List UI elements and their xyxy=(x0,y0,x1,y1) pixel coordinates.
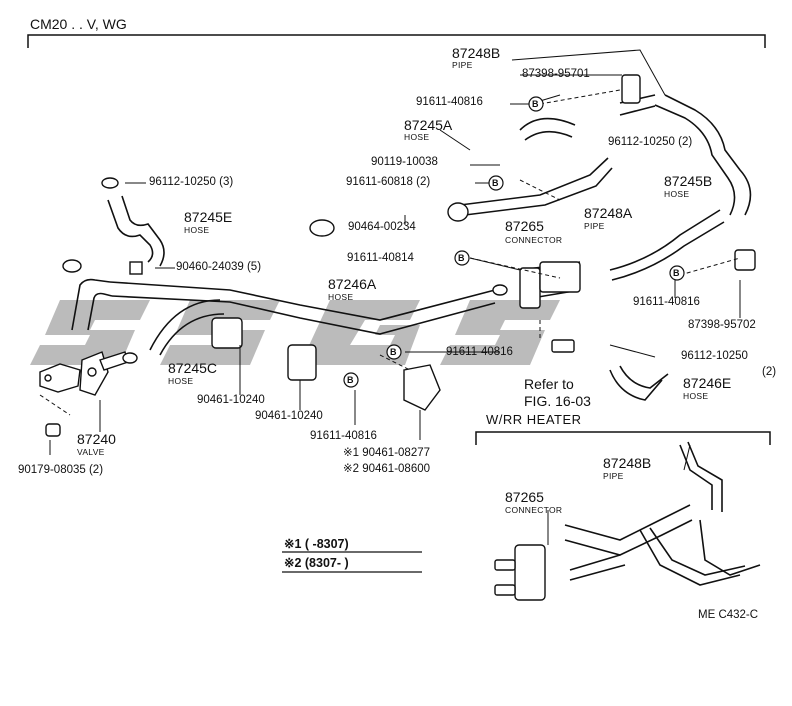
connector-87265 xyxy=(447,74,756,353)
grommet-90179 xyxy=(45,423,61,437)
label-87265-rr-sub: CONNECTOR xyxy=(505,505,563,515)
label-91611-60818: 91611-60818 (2) xyxy=(346,176,431,188)
label-90461-08600: ※2 90461-08600 xyxy=(343,463,431,475)
rr-heater-drawing xyxy=(564,441,761,586)
label-90464-00234: 90464-00234 xyxy=(348,221,416,233)
legend-row-2: ※2 (8307- ) xyxy=(284,556,349,570)
label-87246a: 87246A xyxy=(328,276,377,292)
label-91611-40816-c: 91611-40816 xyxy=(446,346,513,358)
label-87246e-sub: HOSE xyxy=(683,391,709,401)
model-header: CM20 . . V, WG xyxy=(30,16,127,32)
label-87248a: 87248A xyxy=(584,205,633,221)
svg-text:B: B xyxy=(532,99,539,109)
label-87248b: 87248B xyxy=(452,45,501,61)
hose-87245e xyxy=(107,195,165,267)
label-87245e-sub: HOSE xyxy=(184,225,210,235)
refer-line-1: Refer to xyxy=(524,376,574,392)
refer-line-2: FIG. 16-03 xyxy=(524,393,591,409)
label-90461-10240-a: 90461-10240 xyxy=(197,394,265,406)
label-91611-40816-b: 91611-40816 xyxy=(633,296,700,308)
clamp-shapes xyxy=(62,177,508,411)
label-96112-10250-2b-qty: (2) xyxy=(762,366,777,378)
label-87246a-sub: HOSE xyxy=(328,292,354,302)
label-87248b-rr-sub: PIPE xyxy=(603,471,624,481)
legend-row-1: ※1 ( -8307) xyxy=(284,537,349,551)
label-87265-rr: 87265 xyxy=(505,489,544,505)
label-87240: 87240 xyxy=(77,431,116,447)
frame-lines xyxy=(27,34,771,445)
label-96112-10250-2a: 96112-10250 (2) xyxy=(608,136,693,148)
section-title-rr-heater: W/RR HEATER xyxy=(486,412,582,427)
label-87265-sub: CONNECTOR xyxy=(505,235,563,245)
label-90119-10038: 90119-10038 xyxy=(371,156,438,168)
label-90461-08277: ※1 90461-08277 xyxy=(343,447,431,459)
dashed-leaders xyxy=(39,89,741,416)
label-96112-10250-3: 96112-10250 (3) xyxy=(149,176,234,188)
valve-87240 xyxy=(39,351,129,396)
label-87245b-sub: HOSE xyxy=(664,189,690,199)
label-87245b: 87245B xyxy=(664,173,713,189)
label-90179-08035: 90179-08035 (2) xyxy=(18,464,104,476)
label-91611-40814: 91611-40814 xyxy=(347,252,414,264)
label-96112-10250-2b: 96112-10250 xyxy=(681,350,748,362)
label-87265: 87265 xyxy=(505,218,544,234)
label-87398-95701: 87398-95701 xyxy=(522,68,590,80)
label-91611-40816-a: 91611-40816 xyxy=(416,96,483,108)
svg-text:B: B xyxy=(347,375,354,385)
label-87245e: 87245E xyxy=(184,209,233,225)
label-87245c-sub: HOSE xyxy=(168,376,194,386)
label-90461-10240-b: 90461-10240 xyxy=(255,410,323,422)
label-87240-sub: VALVE xyxy=(77,447,105,457)
svg-text:B: B xyxy=(390,347,397,357)
label-87248b-sub: PIPE xyxy=(452,60,473,70)
label-90460-24039: 90460-24039 (5) xyxy=(176,261,262,273)
hose-87246a xyxy=(71,278,496,356)
label-87245a-sub: HOSE xyxy=(404,132,430,142)
svg-text:B: B xyxy=(492,178,499,188)
svg-text:B: B xyxy=(673,268,680,278)
b-circle-markers: B B B B B B xyxy=(343,96,685,388)
legend-underlines xyxy=(282,551,422,573)
label-87398-95702: 87398-95702 xyxy=(688,319,756,331)
label-87248a-sub: PIPE xyxy=(584,221,605,231)
label-87248b-rr: 87248B xyxy=(603,455,652,471)
label-87245a: 87245A xyxy=(404,117,453,133)
label-87245c: 87245C xyxy=(168,360,218,376)
footer-code: ME C432-C xyxy=(698,609,759,621)
rr-connector xyxy=(494,544,546,601)
label-87246e: 87246E xyxy=(683,375,732,391)
svg-text:B: B xyxy=(458,253,465,263)
label-91611-40816-d: 91611-40816 xyxy=(310,430,377,442)
